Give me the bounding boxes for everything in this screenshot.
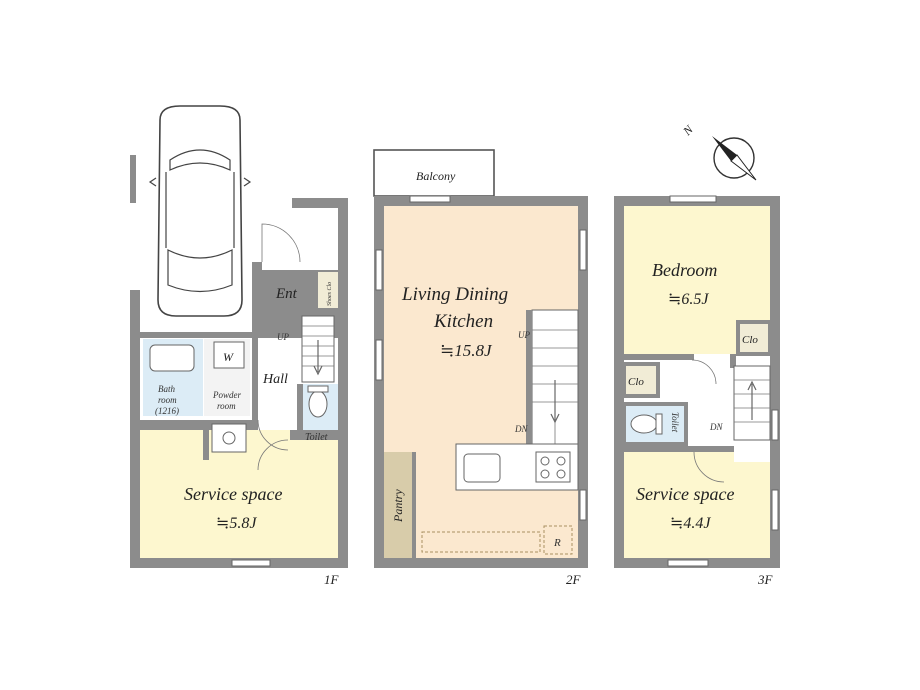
label-w: W xyxy=(223,350,234,364)
compass-north-label: N xyxy=(680,122,697,139)
label-clo-2: Clo xyxy=(628,376,644,388)
label-balcony: Balcony xyxy=(416,169,456,183)
stairs-1f xyxy=(301,315,335,383)
floor-3f: Bedroom ≒6.5J Clo Clo Toilet DN Service … xyxy=(614,195,780,587)
label-bath-3: (1216) xyxy=(155,406,179,416)
stairs-2f xyxy=(532,329,578,444)
shoe-closet-1f xyxy=(318,272,338,308)
floor-1f: Ent Shoes Clo UP Hall W Bath room (1216)… xyxy=(130,105,348,587)
label-area-3f: ≒4.4J xyxy=(670,515,711,532)
floor-label-1f: 1F xyxy=(324,572,340,587)
label-toilet-1f: Toilet xyxy=(305,432,328,443)
wall-1f xyxy=(130,198,348,568)
compass-icon: N xyxy=(680,122,757,181)
label-ent: Ent xyxy=(275,286,298,302)
label-fridge: R xyxy=(553,537,561,549)
label-bath-2: room xyxy=(158,395,177,405)
label-ldk-area: ≒15.8J xyxy=(440,341,493,360)
stairs-3f xyxy=(733,365,771,441)
floor-label-2f: 2F xyxy=(566,572,582,587)
floor-label-3f: 3F xyxy=(757,572,774,587)
label-bath-1: Bath xyxy=(158,384,175,394)
label-area-1f: ≒5.8J xyxy=(216,515,257,532)
label-dn-2f: DN xyxy=(514,424,528,434)
pantry xyxy=(384,452,412,558)
label-powder-1: Powder xyxy=(212,390,241,400)
label-dn-3f: DN xyxy=(709,422,723,432)
label-shoes-clo: Shoes Clo xyxy=(327,282,333,306)
balcony xyxy=(373,149,495,197)
label-up-2f: UP xyxy=(518,330,530,340)
car-icon xyxy=(130,105,252,317)
label-powder-2: room xyxy=(217,401,236,411)
label-hall: Hall xyxy=(262,372,288,387)
label-pantry: Pantry xyxy=(391,489,405,523)
label-service-1f: Service space xyxy=(184,484,282,504)
room-service-3f xyxy=(624,452,734,558)
closet-2 xyxy=(622,362,660,398)
label-ldk-2: Kitchen xyxy=(433,311,493,332)
label-bedroom-area: ≒6.5J xyxy=(668,291,709,308)
floor-2f: Balcony Living Dining Kitchen ≒15.8J UP … xyxy=(373,149,588,587)
label-clo-1: Clo xyxy=(742,334,758,346)
closet-1 xyxy=(736,320,772,356)
label-bedroom: Bedroom xyxy=(652,260,717,280)
label-service-3f: Service space xyxy=(636,484,734,504)
label-up-1f: UP xyxy=(277,332,289,342)
label-toilet-3f: Toilet xyxy=(670,412,680,433)
label-ldk-1: Living Dining xyxy=(401,284,508,305)
